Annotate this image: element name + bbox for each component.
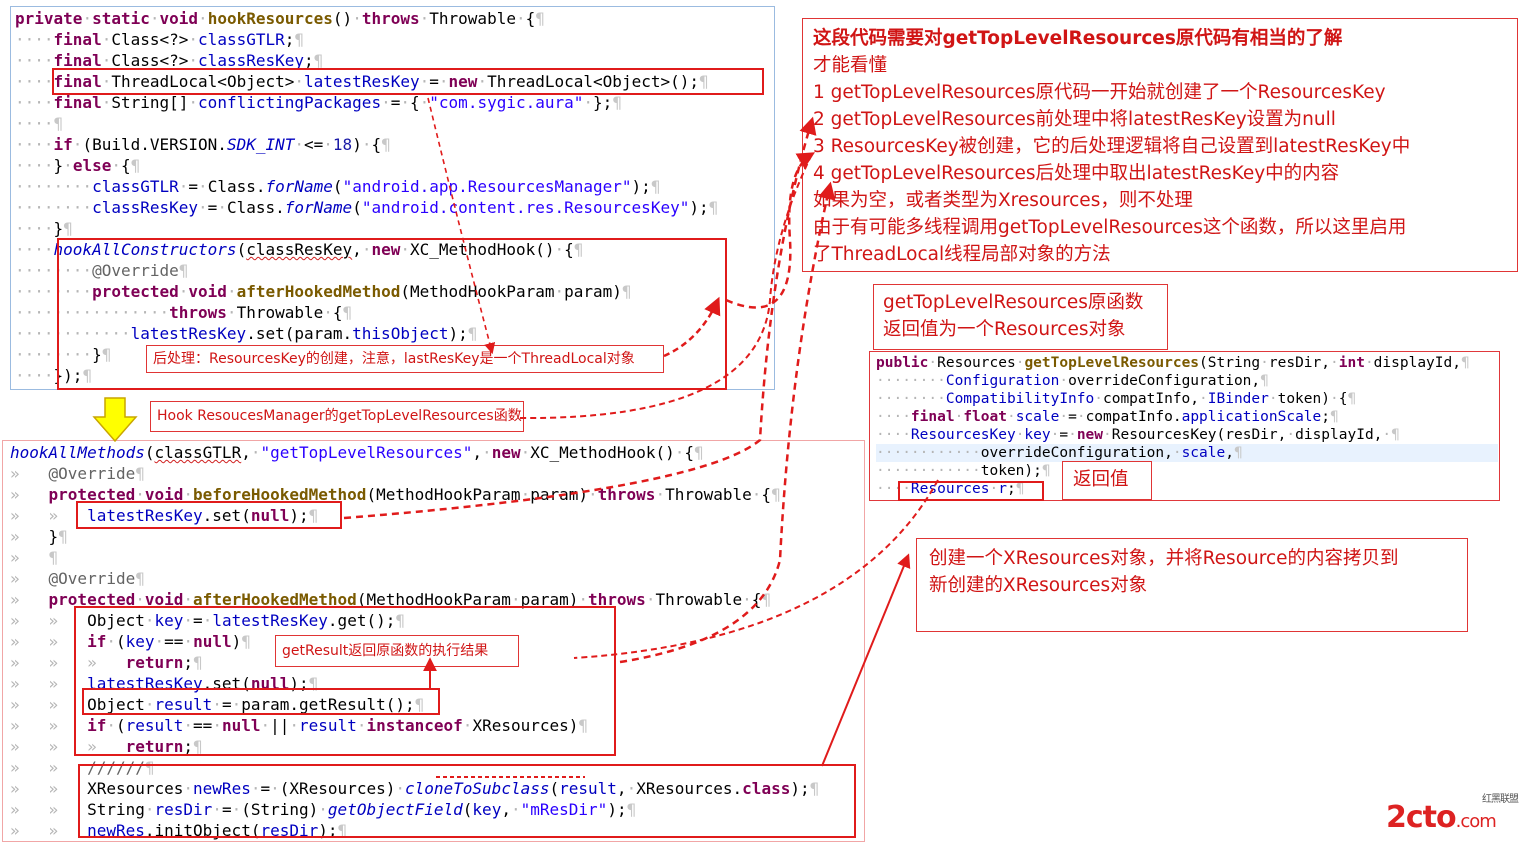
code-line: ····final·ThreadLocal<Object>·latestResK… — [15, 72, 709, 91]
code-line: » }¶ — [10, 527, 68, 546]
code-line: ····}·else·{¶ — [15, 156, 141, 175]
note-line: 创建一个XResources对象，并将Resource的内容拷贝到 — [929, 548, 1399, 569]
code-line: » » Object·key·=·latestResKey.get();¶ — [10, 611, 405, 630]
note-create-xresources: 创建一个XResources对象，并将Resource的内容拷贝到 新创建的XR… — [916, 538, 1468, 632]
code-panel-hook-resources: private·static·void·hookResources()·thro… — [10, 6, 775, 390]
code-line: » @Override¶ — [10, 569, 145, 588]
code-line: ············token);¶ — [876, 463, 1051, 479]
code-line: private·static·void·hookResources()·thro… — [15, 9, 545, 28]
code-line: » » String·resDir·=·(String)·getObjectFi… — [10, 800, 637, 819]
code-line: » » if·(result·==·null·||·result·instanc… — [10, 716, 589, 735]
note-line: getTopLevelResources原函数 — [883, 292, 1144, 313]
code-line: » » latestResKey.set(null);¶ — [10, 674, 319, 693]
code-line: ············latestResKey.set(param.thisO… — [15, 324, 478, 343]
code-line: ····final·Class<?>·classResKey;¶ — [15, 51, 324, 70]
code-line: » » newRes.initObject(resDir);¶ — [10, 821, 348, 840]
logo-suffix: .com — [1455, 811, 1497, 832]
note-main-line: 2 getTopLevelResources前处理中将latestResKey设… — [813, 109, 1336, 130]
code-panel-get-top-level-resources: public·Resources·getTopLevelResources(St… — [869, 351, 1500, 501]
code-line: » @Override¶ — [10, 464, 145, 483]
logo-main: 2cto — [1386, 800, 1457, 835]
note-main-line: 由于有可能多线程调用getTopLevelResources这个函数，所以这里启… — [813, 217, 1407, 238]
code-line: » » » return;¶ — [10, 653, 203, 672]
code-line: ····final·float·scale·=·compatInfo.appli… — [876, 409, 1339, 425]
code-line: ····hookAllConstructors(classResKey,·new… — [15, 240, 584, 259]
note-post-process: 后处理：ResourcesKey的创建，注意，lastResKey是一个Thre… — [146, 345, 664, 373]
code-line: ········@Override¶ — [15, 261, 189, 280]
code-line: ········Configuration·overrideConfigurat… — [876, 373, 1269, 389]
note-main-title: 这段代码需要对getTopLevelResources原代码有相当的了解 — [813, 28, 1343, 49]
note-main-line: 1 getTopLevelResources原代码一开始就创建了一个Resour… — [813, 82, 1386, 103]
code-line: ····final·String[]·conflictingPackages·=… — [15, 93, 622, 112]
note-main-line: 3 ResourcesKey被创建，它的后处理逻辑将自己设置到latestRes… — [813, 136, 1411, 157]
code-line: ····Resources·r;¶ — [876, 481, 1025, 497]
note-line: 返回值为一个Resources对象 — [883, 319, 1126, 340]
code-line: ········classGTLR·=·Class.forName("andro… — [15, 177, 661, 196]
code-line: ········protected·void·afterHookedMethod… — [15, 282, 632, 301]
code-line: hookAllMethods(classGTLR,·"getTopLevelRe… — [10, 443, 704, 462]
code-line: ····});¶ — [15, 366, 93, 385]
code-line: » » latestResKey.set(null);¶ — [10, 506, 319, 525]
code-line: public·Resources·getTopLevelResources(St… — [876, 355, 1470, 371]
code-line: » » » return;¶ — [10, 737, 203, 756]
code-line: » » Object·result·=·param.getResult();¶ — [10, 695, 425, 714]
note-main-line: 了ThreadLocal线程局部对象的方法 — [813, 244, 1111, 265]
note-get-result: getResult返回原函数的执行结果 — [275, 635, 519, 667]
code-line: ············overrideConfiguration,·scale… — [876, 444, 1498, 462]
code-line: » protected·void·beforeHookedMethod(Meth… — [10, 485, 781, 504]
code-line: ····if·(Build.VERSION.SDK_INT·<=·18)·{¶ — [15, 135, 391, 154]
code-line: ····ResourcesKey·key·=·new·ResourcesKey(… — [876, 427, 1400, 443]
site-logo: 2cto.com 红黑联盟 — [1386, 794, 1519, 835]
code-line: ····}¶ — [15, 219, 73, 238]
note-main-explanation: 这段代码需要对getTopLevelResources原代码有相当的了解 才能看… — [802, 18, 1518, 272]
note-line: 新创建的XResources对象 — [929, 575, 1148, 596]
code-line: ········CompatibilityInfo·compatInfo,·IB… — [876, 391, 1357, 407]
code-line: » » if·(key·==·null)¶ — [10, 632, 251, 651]
code-line: ····final·Class<?>·classGTLR;¶ — [15, 30, 305, 49]
note-main-line: 才能看懂 — [813, 55, 888, 76]
note-main-line: 如果为空，或者类型为Xresources，则不处理 — [813, 190, 1193, 211]
code-line: ····¶ — [15, 114, 64, 133]
code-line: ················throws·Throwable·{¶ — [15, 303, 353, 322]
note-main-line: 4 getTopLevelResources后处理中取出latestResKey… — [813, 163, 1340, 184]
note-hook-gtlr: Hook ResoucesManager的getTopLevelResource… — [150, 401, 524, 432]
code-line: ········classResKey·=·Class.forName("and… — [15, 198, 719, 217]
code-line: » protected·void·afterHookedMethod(Metho… — [10, 590, 772, 609]
code-line: » ¶ — [10, 548, 59, 567]
code-line: » » XResources·newRes·=·(XResources)·clo… — [10, 779, 820, 798]
note-return-value: 返回值 — [1062, 461, 1152, 500]
down-arrow-icon — [92, 397, 138, 443]
note-line: 返回值 — [1073, 469, 1129, 490]
note-orig-returns: getTopLevelResources原函数 返回值为一个Resources对… — [873, 284, 1168, 350]
code-line: » » //////¶ — [10, 758, 155, 777]
logo-cn: 红黑联盟 — [1482, 794, 1519, 805]
code-line: ········}¶ — [15, 345, 112, 364]
